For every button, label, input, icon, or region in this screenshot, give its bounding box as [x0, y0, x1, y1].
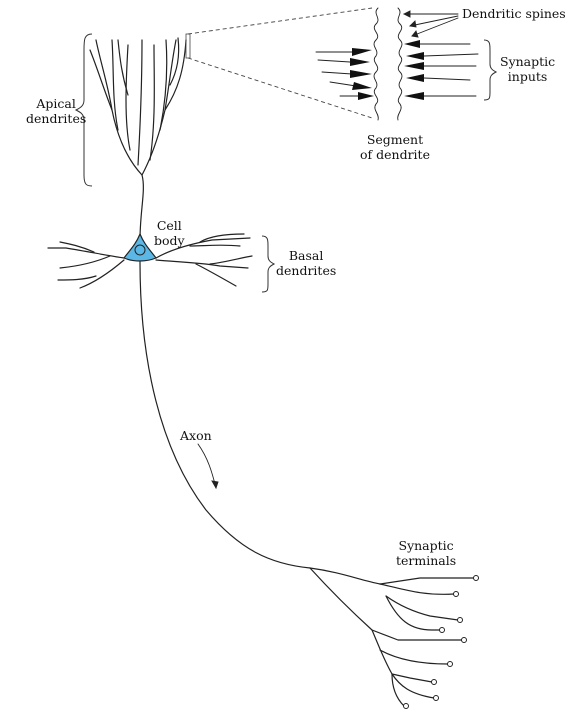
synaptic-terminals — [309, 567, 479, 709]
terminals-label-line1: Synaptic — [398, 538, 454, 553]
cell-body — [123, 232, 157, 262]
apical-dendrites — [89, 37, 187, 241]
basal-label-line1: Basal — [288, 248, 324, 263]
zoom-marker — [185, 33, 191, 59]
cell-body-label: Cell body — [154, 218, 185, 248]
terminals-label-line2: terminals — [396, 553, 457, 568]
zoom-line-top — [187, 7, 373, 35]
basal-brace — [261, 235, 276, 293]
synaptic-inputs-left — [315, 48, 374, 100]
apical-brace — [74, 33, 93, 187]
spine-arrows — [402, 10, 459, 38]
apical-dendrites-label: Apical dendrites — [26, 96, 86, 126]
synaptic-terminals-label: Synaptic terminals — [396, 538, 456, 568]
synaptic-inputs-label-line1: Synaptic — [500, 54, 556, 69]
apical-label-line2: dendrites — [26, 111, 87, 126]
cell-body-label-line1: Cell — [156, 218, 182, 233]
dendrite-segment — [373, 7, 403, 121]
segment-label-line1: Segment — [366, 132, 424, 147]
synaptic-inputs-label: Synaptic inputs — [500, 54, 555, 84]
synaptic-inputs-right — [404, 40, 479, 100]
synaptic-inputs-brace — [483, 39, 498, 101]
zoom-line-bottom — [187, 57, 373, 119]
synaptic-inputs-label-line2: inputs — [507, 69, 548, 84]
axon — [139, 261, 311, 569]
cell-body-label-line2: body — [154, 233, 185, 248]
basal-label-line2: dendrites — [276, 263, 337, 278]
apical-label-line1: Apical — [36, 96, 76, 111]
dendritic-spines-label: Dendritic spines — [462, 6, 566, 21]
basal-dendrites-label: Basal dendrites — [276, 248, 336, 278]
axon-arrow — [197, 443, 219, 490]
basal-dendrites — [47, 233, 253, 289]
segment-of-dendrite-label: Segment of dendrite — [360, 132, 430, 162]
segment-label-line2: of dendrite — [360, 147, 430, 162]
axon-label: Axon — [180, 428, 212, 443]
